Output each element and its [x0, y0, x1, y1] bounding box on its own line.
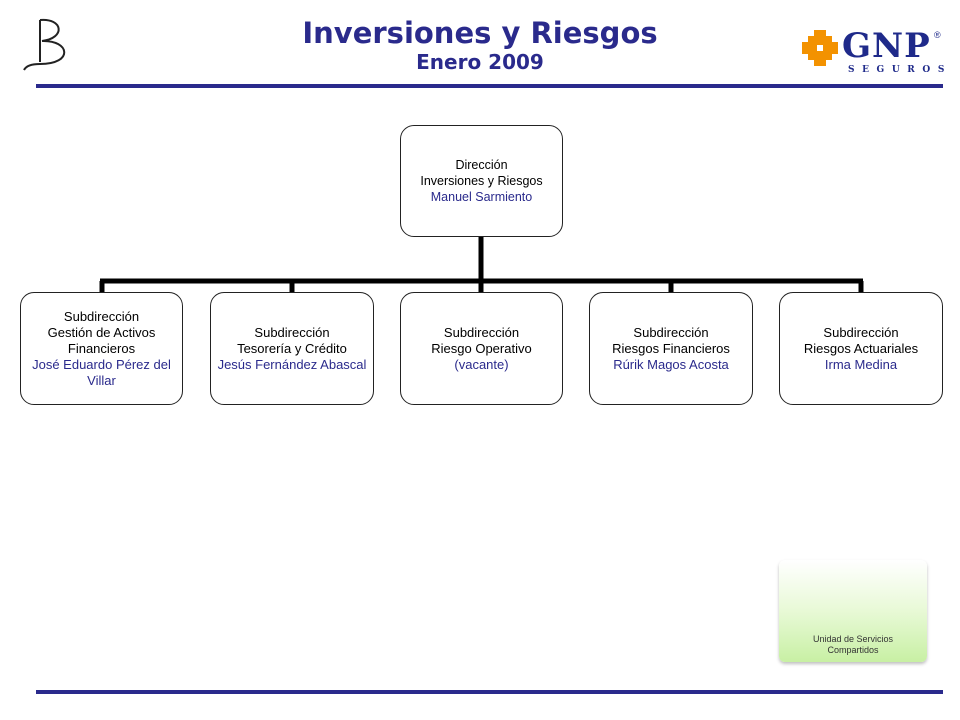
org-node-tesoreria: Subdirección Tesorería y Crédito Jesús F… [210, 292, 374, 405]
shared-services-box: Unidad de Servicios Compartidos [779, 560, 927, 662]
node-title: Dirección [455, 158, 508, 172]
node-area: Tesorería y Crédito [237, 340, 347, 356]
gnp-cross-icon [802, 30, 838, 66]
node-title: Subdirección [254, 324, 330, 340]
org-node-riesgo-operativo: Subdirección Riesgo Operativo (vacante) [400, 292, 563, 405]
gnp-logo-text: GNP [842, 26, 931, 66]
gnp-logo-tagline: SEGUROS [848, 65, 952, 75]
node-area: Riesgos Actuariales [803, 340, 919, 356]
shared-services-label: Unidad de Servicios Compartidos [812, 634, 894, 655]
org-node-gestion-activos: Subdirección Gestión de Activos Financie… [20, 292, 183, 405]
node-person: Manuel Sarmiento [430, 190, 533, 204]
org-node-riesgos-financieros: Subdirección Riesgos Financieros Rúrik M… [589, 292, 753, 405]
page-title: Inversiones y Riesgos [302, 16, 658, 50]
node-area: Gestión de Activos Financieros [47, 324, 156, 356]
page-subtitle: Enero 2009 [416, 50, 544, 74]
node-title: Subdirección [823, 324, 899, 340]
node-title: Subdirección [443, 324, 520, 340]
org-node-direccion: Dirección Inversiones y Riesgos Manuel S… [400, 125, 563, 237]
node-person: Jesús Fernández Abascal [217, 356, 367, 372]
gnp-registered-mark: ® [934, 30, 941, 40]
header-divider [36, 84, 943, 88]
node-person: (vacante) [454, 356, 509, 372]
node-title: Subdirección [63, 308, 140, 324]
node-person: José Eduardo Pérez del Villar [32, 356, 171, 388]
node-area: Riesgo Operativo [431, 340, 532, 356]
node-person: Irma Medina [824, 356, 898, 372]
b-monogram-icon [23, 18, 66, 71]
node-title: Subdirección [633, 324, 709, 340]
footer-divider [36, 690, 943, 694]
node-area: Inversiones y Riesgos [420, 174, 543, 188]
node-area: Riesgos Financieros [612, 340, 730, 356]
org-node-riesgos-actuariales: Subdirección Riesgos Actuariales Irma Me… [779, 292, 943, 405]
node-person: Rúrik Magos Acosta [613, 356, 729, 372]
